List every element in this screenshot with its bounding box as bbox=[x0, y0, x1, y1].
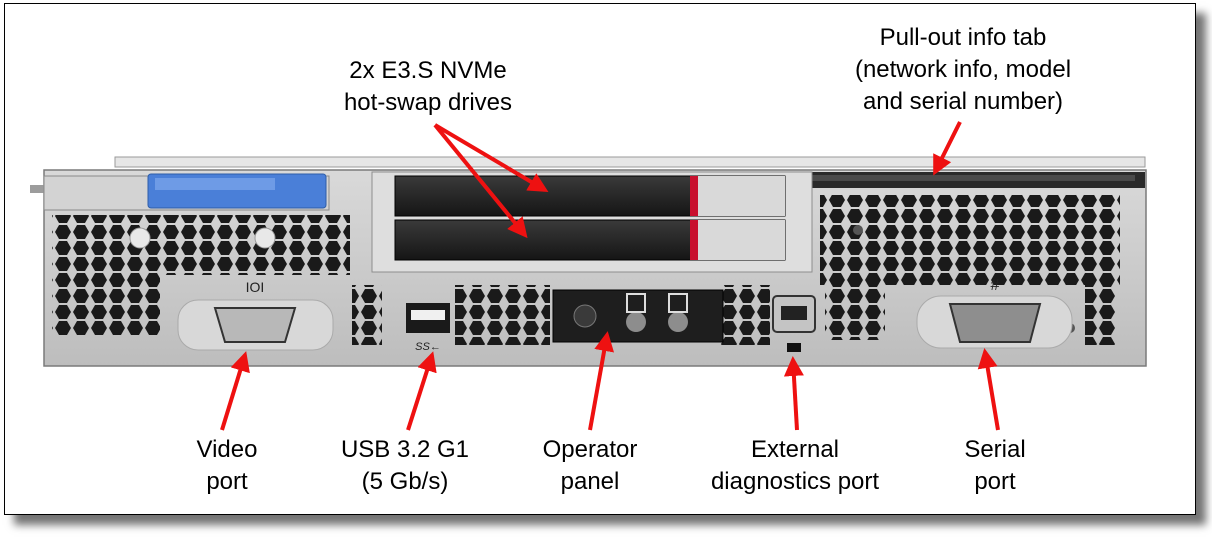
video-port[interactable]: IOI bbox=[177, 279, 334, 351]
id-led-icon bbox=[626, 312, 646, 332]
arrow-usb bbox=[406, 351, 437, 431]
video-port-symbol: IOI bbox=[246, 279, 265, 295]
label-info-tab-line1: Pull-out info tab bbox=[879, 24, 1047, 51]
blue-release-handle[interactable] bbox=[147, 173, 327, 209]
label-operator-panel: Operator panel bbox=[525, 434, 655, 498]
usb-symbol: SS← bbox=[415, 341, 441, 353]
label-video-line1: Video bbox=[196, 436, 258, 463]
label-diagnostics-line1: External bbox=[750, 436, 840, 463]
serial-port[interactable]: # bbox=[916, 277, 1073, 349]
power-button-icon[interactable] bbox=[573, 304, 597, 328]
arrow-drives-1 bbox=[433, 123, 549, 193]
arrow-operator bbox=[588, 331, 615, 431]
label-diagnostics-line2: diagnostics port bbox=[710, 468, 880, 495]
label-usb-port: USB 3.2 G1 (5 Gb/s) bbox=[330, 434, 480, 498]
serial-port-symbol: # bbox=[991, 277, 1000, 294]
callout-arrows bbox=[220, 121, 1000, 431]
label-operator-line1: Operator bbox=[542, 436, 638, 463]
reset-led-icon bbox=[668, 312, 688, 332]
label-video-port: Video port bbox=[172, 434, 282, 498]
operator-panel[interactable] bbox=[552, 289, 724, 343]
label-drives: 2x E3.S NVMe hot-swap drives bbox=[328, 55, 528, 119]
label-video-line2: port bbox=[206, 468, 248, 495]
label-diagnostics-port: External diagnostics port bbox=[695, 434, 895, 498]
label-usb-line2: (5 Gb/s) bbox=[361, 468, 449, 495]
nvme-drive-1[interactable] bbox=[394, 175, 786, 217]
label-info-tab-line2: (network info, model bbox=[854, 56, 1072, 83]
label-info-tab: Pull-out info tab (network info, model a… bbox=[833, 22, 1093, 118]
arrow-info-tab bbox=[933, 121, 962, 176]
arrow-diagnostics bbox=[783, 356, 804, 431]
label-drives-line2: hot-swap drives bbox=[343, 89, 513, 116]
label-drives-line1: 2x E3.S NVMe bbox=[349, 57, 507, 84]
label-serial-port: Serial port bbox=[945, 434, 1045, 498]
drive-bay bbox=[371, 171, 813, 273]
label-serial-line1: Serial bbox=[964, 436, 1026, 463]
nvme-drive-2[interactable] bbox=[394, 219, 786, 261]
label-operator-line2: panel bbox=[560, 468, 620, 495]
arrow-video bbox=[220, 351, 250, 431]
label-info-tab-line3: and serial number) bbox=[862, 88, 1064, 115]
arrow-serial bbox=[977, 348, 1000, 431]
label-serial-line2: port bbox=[974, 468, 1016, 495]
external-diagnostics-port[interactable] bbox=[772, 295, 816, 352]
label-usb-line1: USB 3.2 G1 bbox=[340, 436, 470, 463]
usb-port[interactable]: SS← bbox=[406, 303, 450, 353]
pull-out-info-tab[interactable] bbox=[800, 172, 1145, 188]
arrow-drives-2 bbox=[433, 123, 528, 239]
